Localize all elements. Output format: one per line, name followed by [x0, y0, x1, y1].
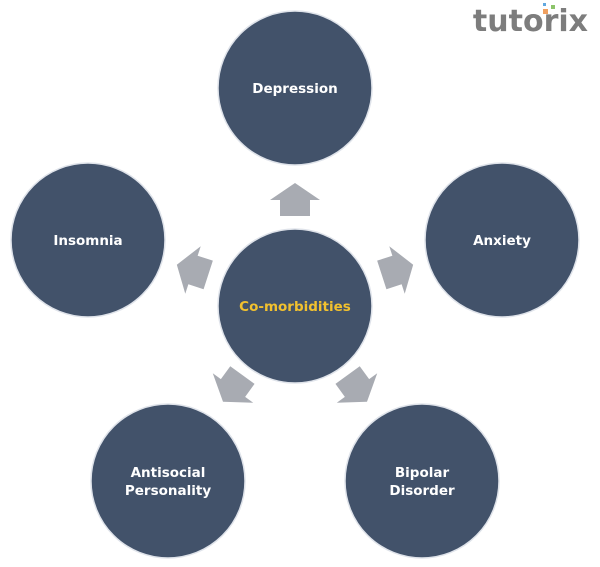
logo-text: tutorix — [472, 4, 588, 39]
node-antisocial-personality: Antisocial Personality — [90, 403, 246, 559]
node-label: Personality — [125, 483, 211, 499]
node-label: Insomnia — [53, 233, 122, 249]
arrow-to-insomnia — [169, 240, 216, 299]
node-label: Depression — [252, 81, 337, 97]
node-label: Bipolar — [395, 465, 450, 481]
node-label: Anxiety — [473, 233, 531, 249]
node-label: Antisocial — [131, 465, 206, 481]
node-label: Disorder — [389, 483, 455, 499]
node-insomnia: Insomnia — [10, 162, 166, 318]
center-label: Co-morbidities — [239, 299, 351, 315]
tutorix-logo: tutorix — [472, 3, 588, 39]
node-bipolar-disorder: Bipolar Disorder — [344, 403, 500, 559]
node-anxiety: Anxiety — [424, 162, 580, 318]
arrow-to-depression — [270, 183, 320, 216]
node-depression: Depression — [217, 10, 373, 166]
arrow-to-anxiety — [374, 240, 421, 299]
center-node: Co-morbidities — [217, 228, 373, 384]
